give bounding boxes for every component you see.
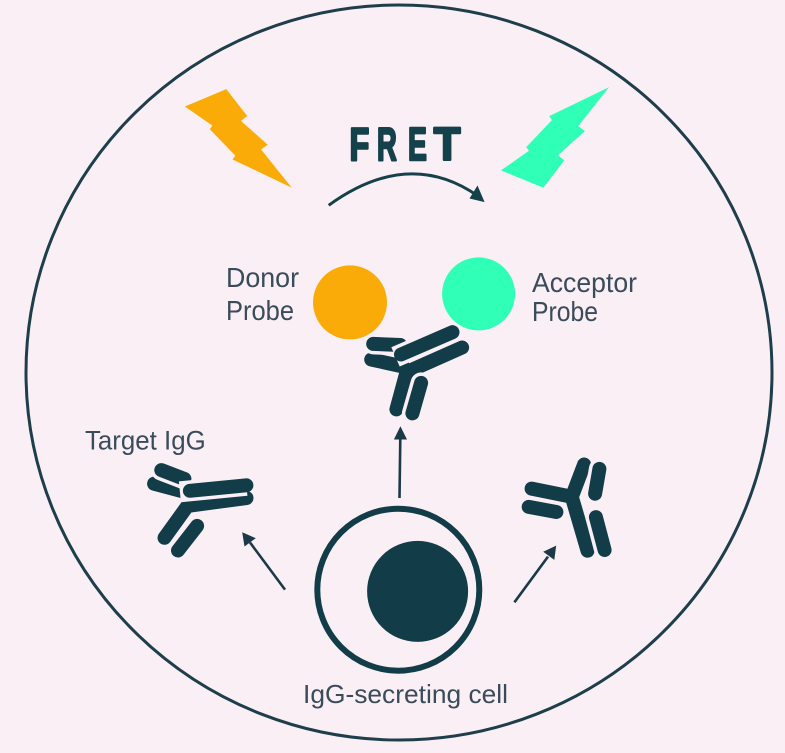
svg-text:R: R <box>377 118 397 170</box>
svg-text:E: E <box>408 118 427 170</box>
svg-text:Donor: Donor <box>226 262 299 293</box>
svg-text:Probe: Probe <box>226 295 294 326</box>
svg-text:IgG-secreting cell: IgG-secreting cell <box>303 679 508 709</box>
svg-text:Probe: Probe <box>532 296 598 327</box>
svg-text:Target IgG: Target IgG <box>85 426 206 456</box>
svg-text:F: F <box>350 118 370 170</box>
svg-text:Acceptor: Acceptor <box>532 267 637 298</box>
svg-text:T: T <box>434 118 461 170</box>
